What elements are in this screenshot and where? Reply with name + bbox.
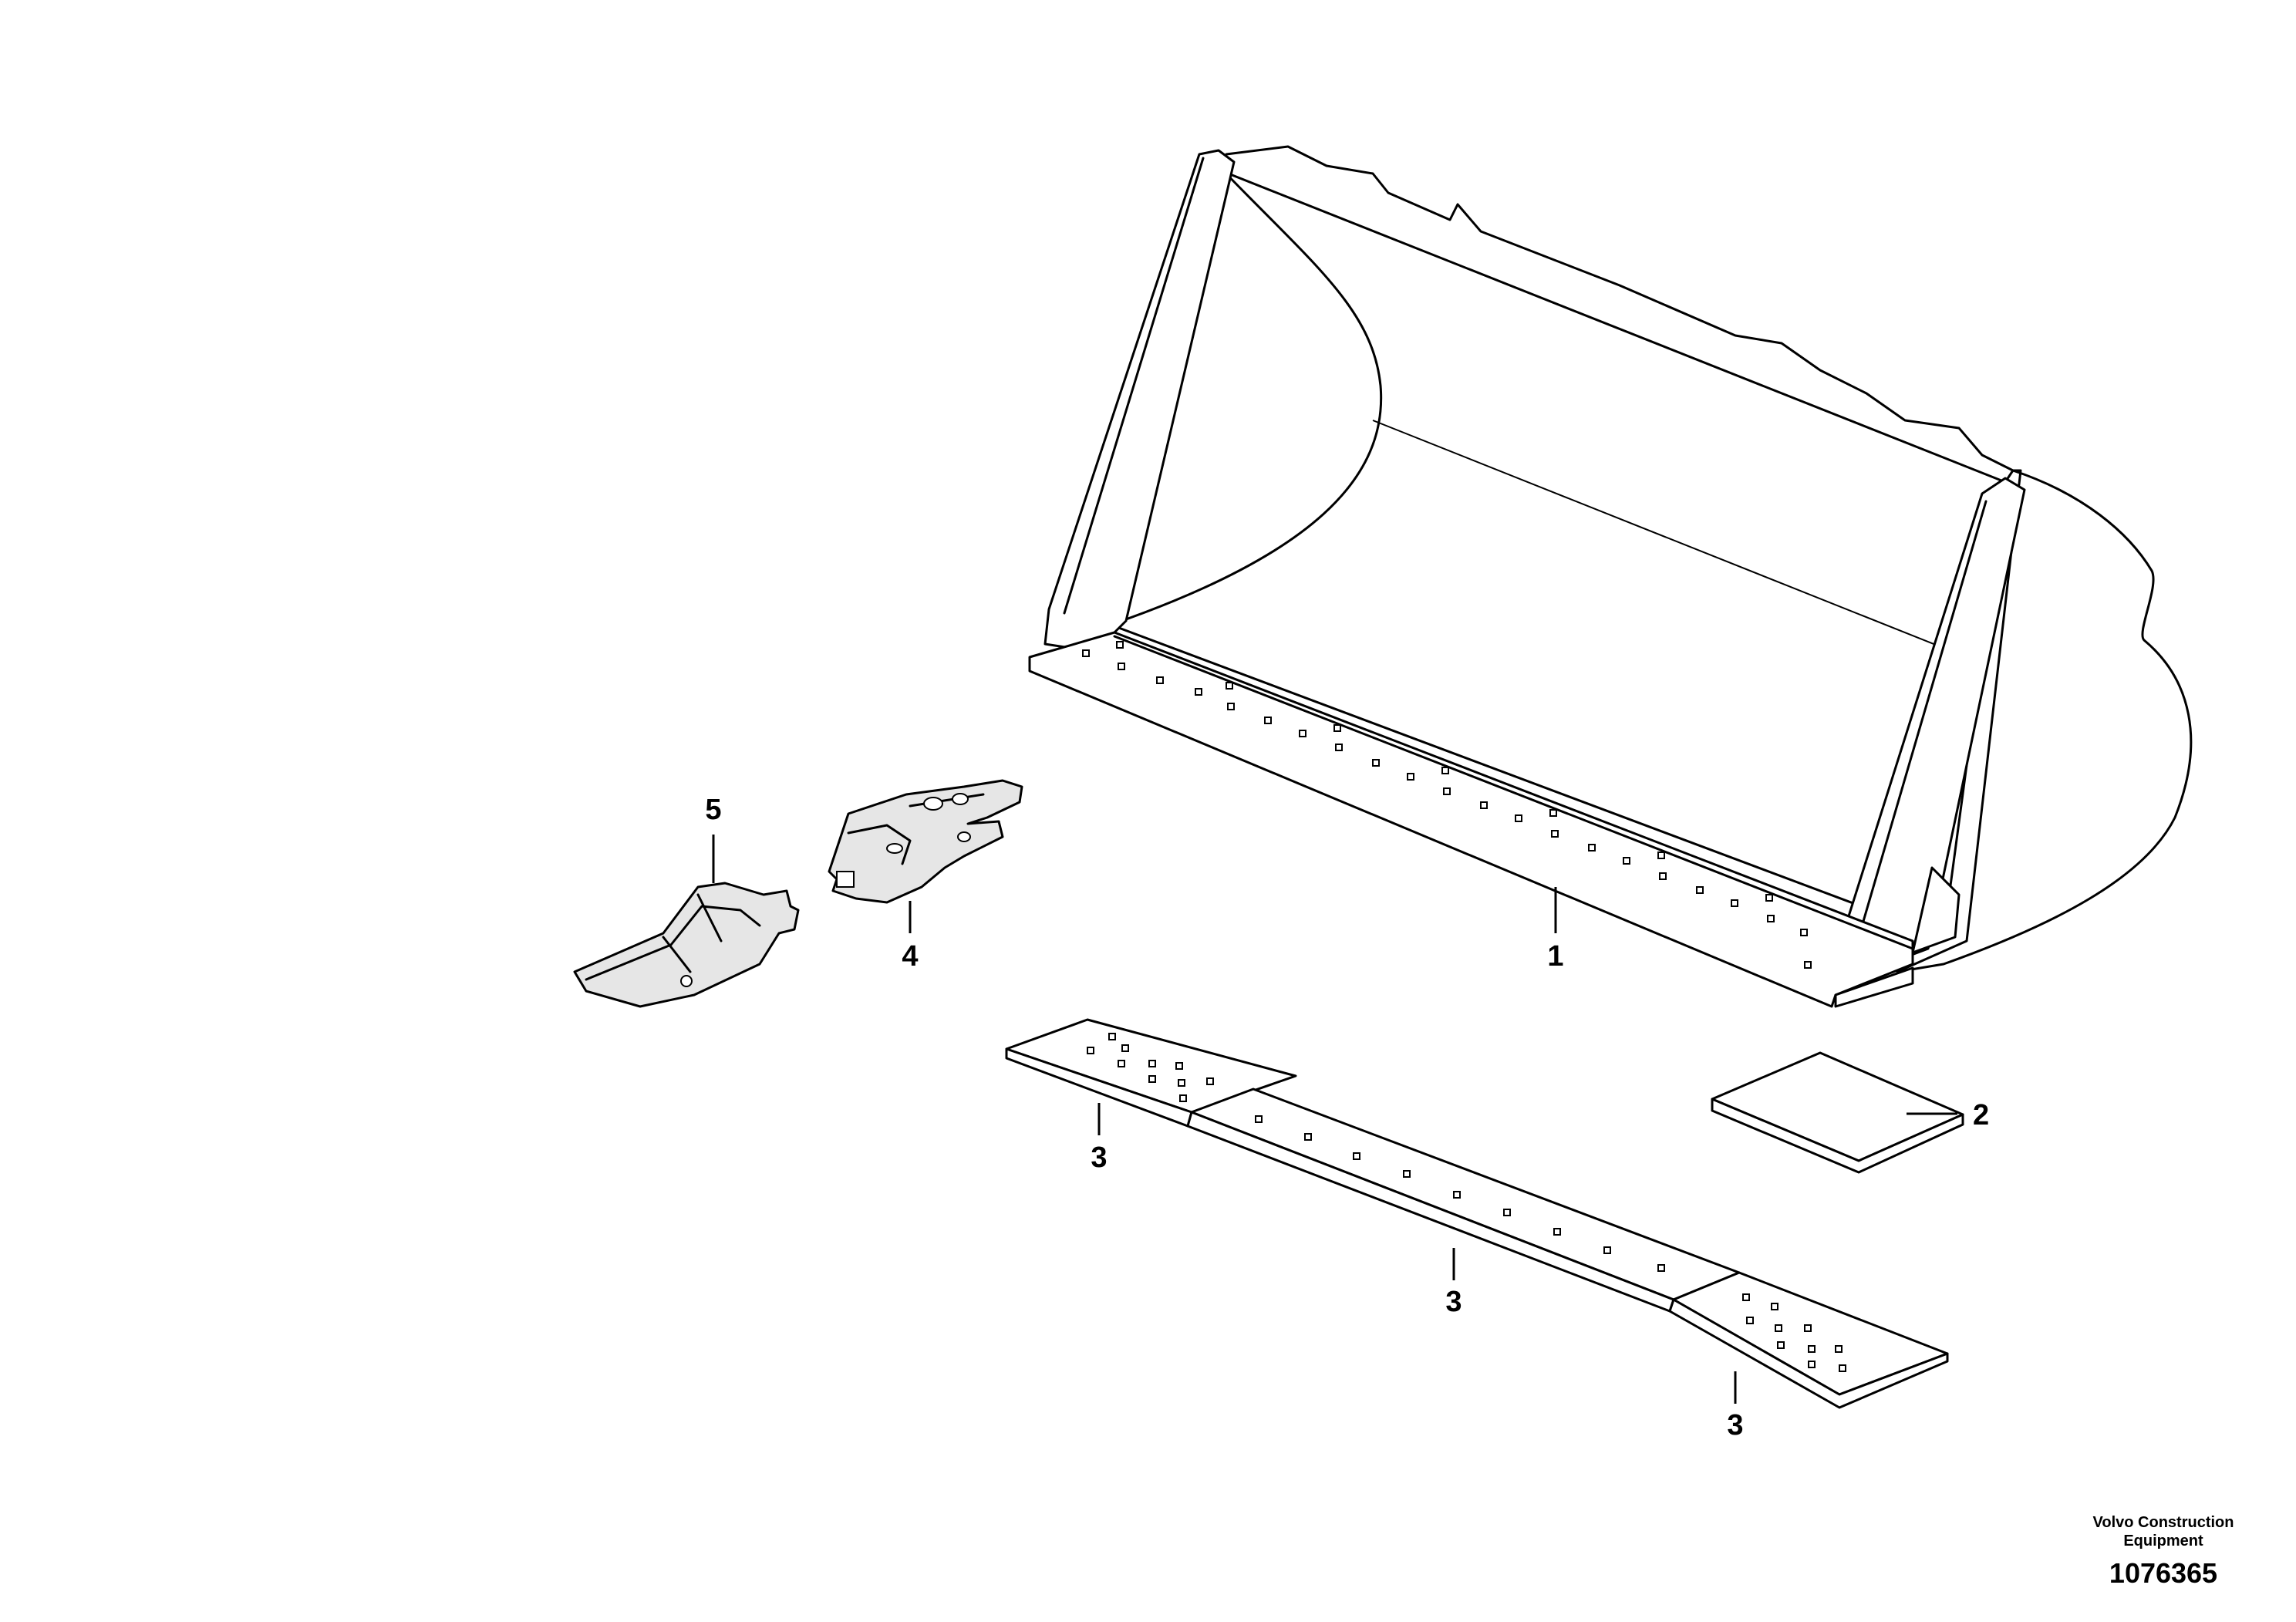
callout-wear-plate: 2 xyxy=(1973,1099,1989,1131)
drawing-number: 1076365 xyxy=(2109,1557,2217,1589)
bucket xyxy=(1028,145,2193,1008)
tooth-adapter xyxy=(828,779,1023,904)
callout-edge-segment-right: 3 xyxy=(1727,1409,1743,1442)
wear-plate xyxy=(1711,1051,1964,1174)
credit-line-1: Volvo Construction xyxy=(2093,1514,2234,1531)
edge-segment-middle xyxy=(1186,1088,1741,1313)
callout-edge-segment-left: 3 xyxy=(1091,1141,1107,1174)
callout-edge-segment-middle: 3 xyxy=(1445,1286,1462,1318)
bucket-bolt-holes xyxy=(1082,641,1812,969)
tooth xyxy=(573,882,800,1008)
credit-line-2: Equipment xyxy=(2123,1533,2203,1549)
callout-tooth: 5 xyxy=(705,794,721,826)
callout-labels: 5 4 1 2 3 3 3 xyxy=(705,794,1989,1442)
leader-lines xyxy=(712,835,1957,1404)
callout-tooth-adapter: 4 xyxy=(902,940,918,973)
edge-segment-right xyxy=(1668,1271,1949,1409)
title-block: Volvo Construction Equipment 1076365 xyxy=(2093,1514,2234,1589)
callout-bucket: 1 xyxy=(1547,940,1563,973)
